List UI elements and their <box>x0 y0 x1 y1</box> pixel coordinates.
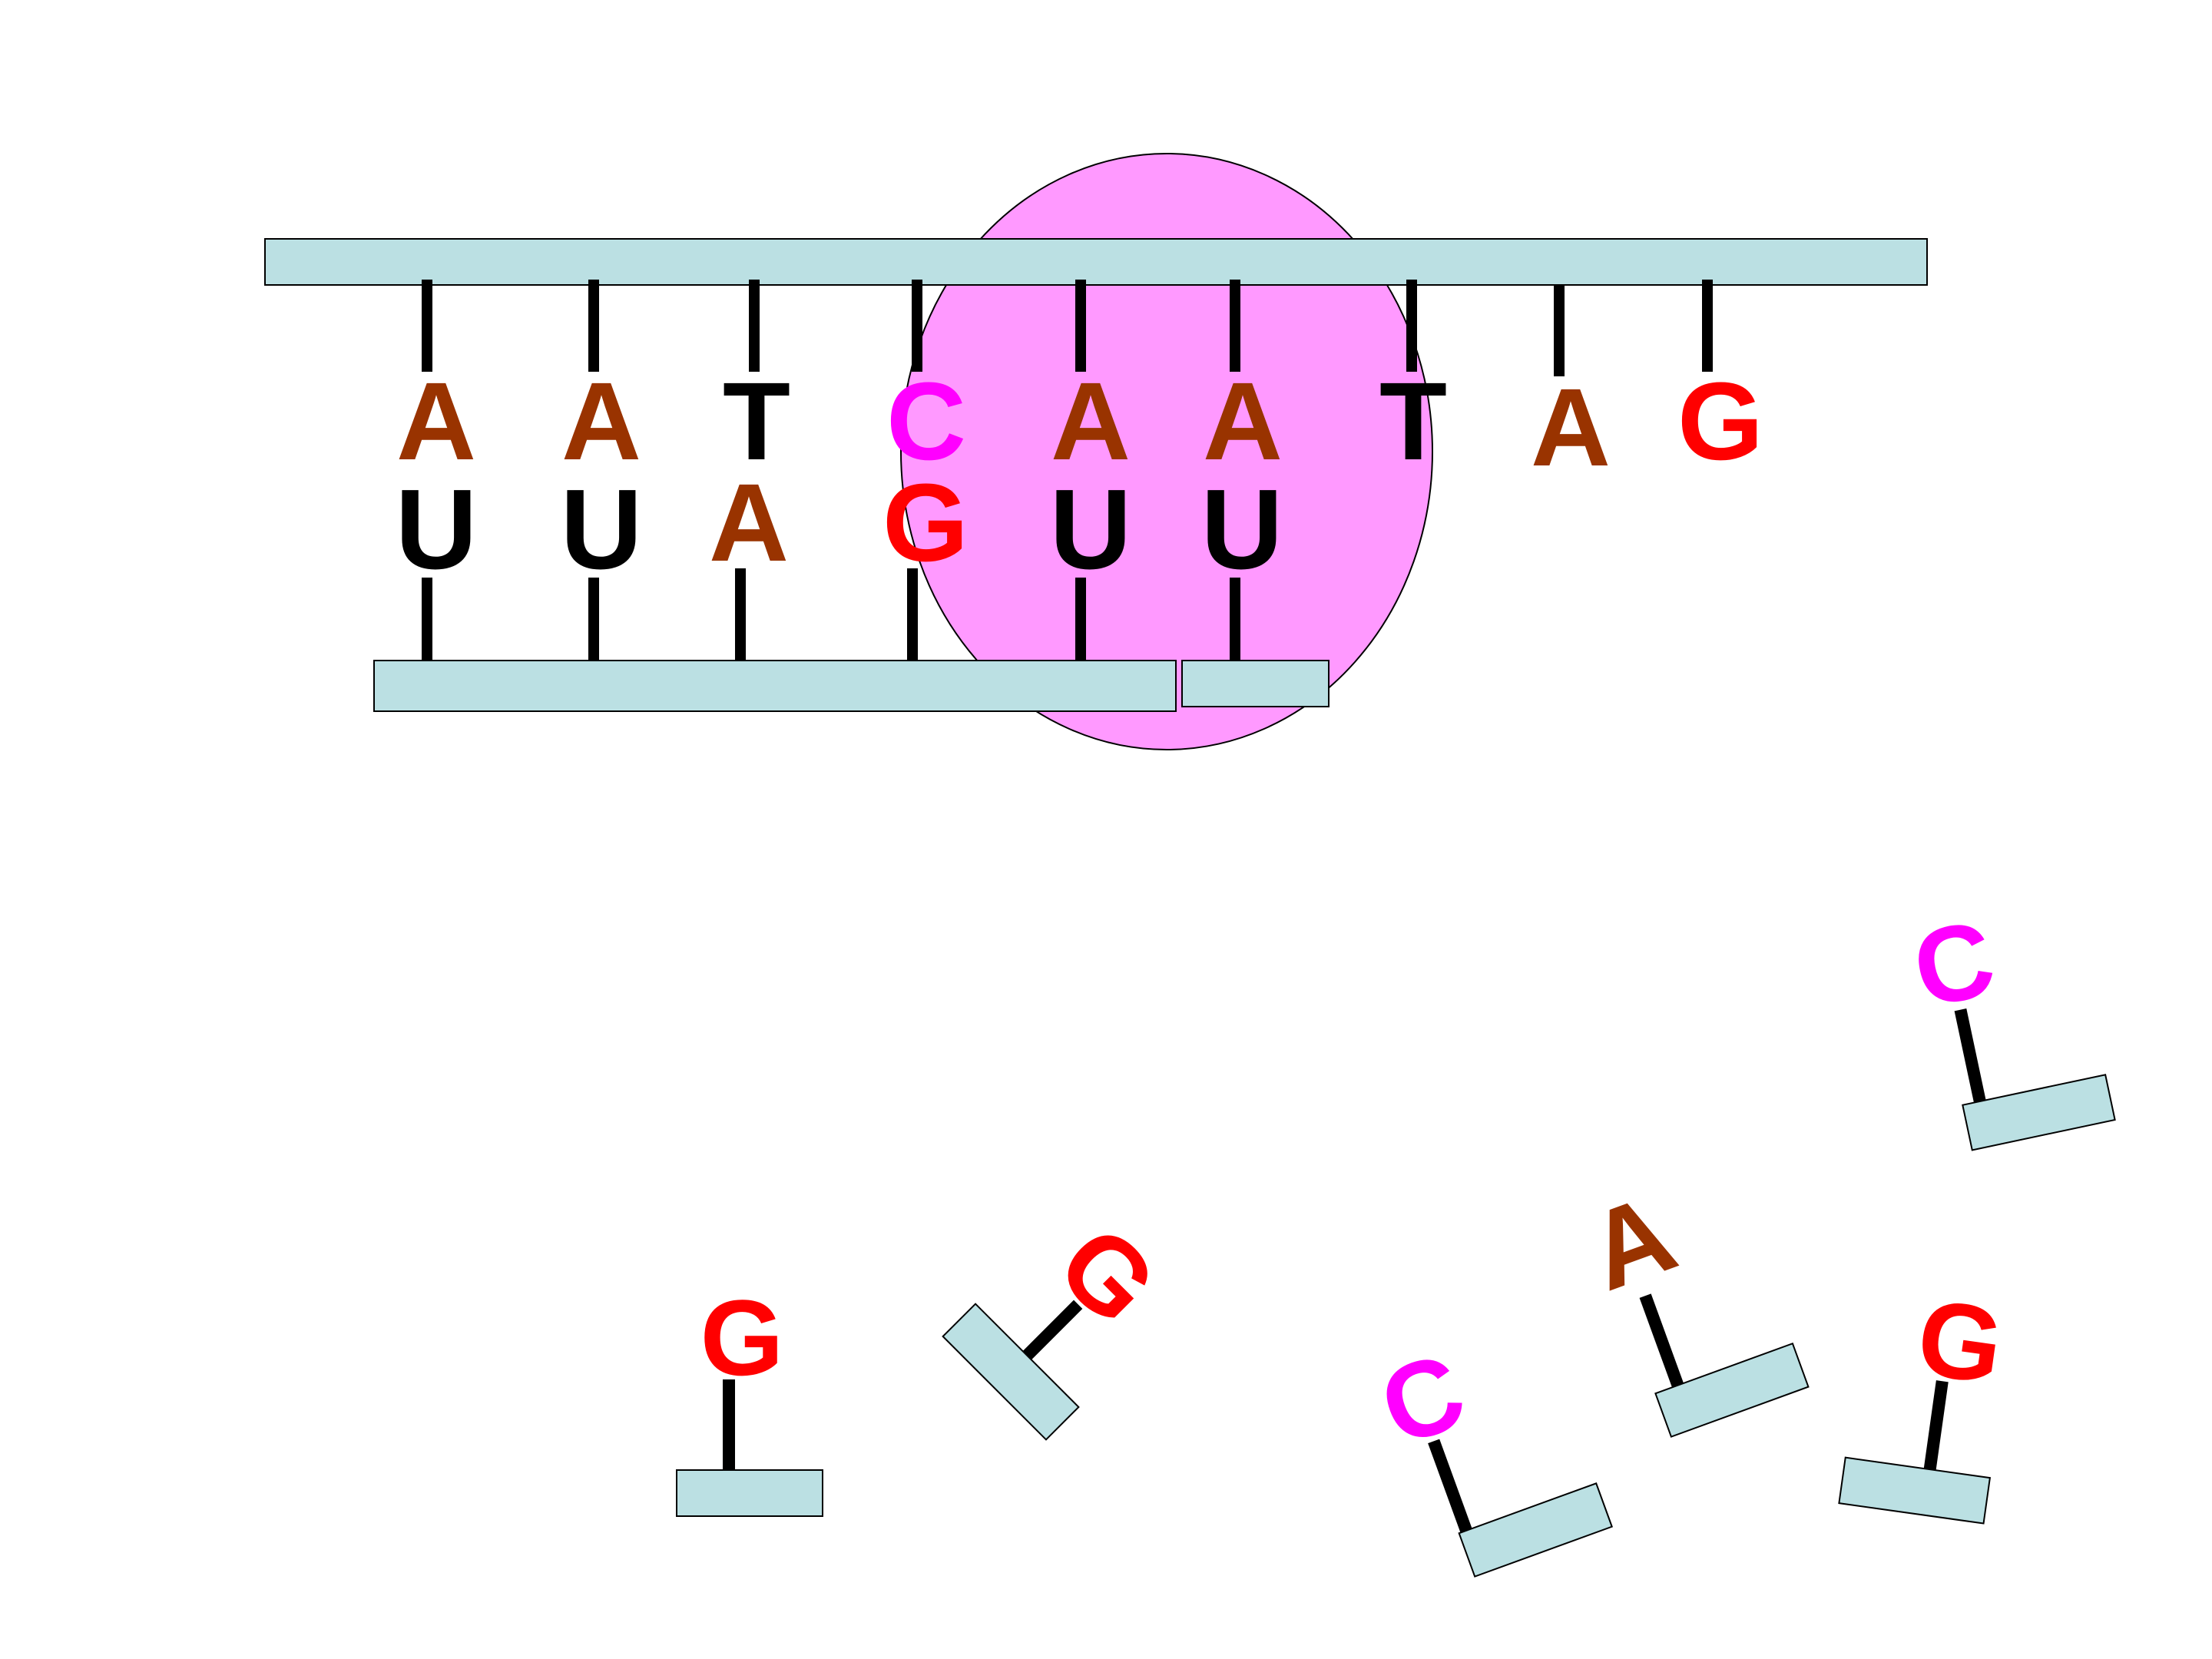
rna-stem <box>907 568 918 661</box>
free-nucleotide: C <box>1366 1329 1614 1578</box>
rna-base: U <box>561 466 643 593</box>
dna-stem <box>1230 280 1240 372</box>
dna-stem <box>588 280 599 372</box>
free-nucleotide-sugar <box>942 1303 1080 1441</box>
free-nucleotide-sugar <box>1654 1342 1810 1438</box>
dna-stem <box>422 280 432 372</box>
free-nucleotide-stem <box>1954 1008 1986 1103</box>
rna-base: A <box>709 461 789 584</box>
rna-nucleotide: U <box>396 466 478 661</box>
dna-base: A <box>1051 359 1131 483</box>
dna-base: A <box>1203 359 1283 483</box>
rna-nucleotide: U <box>561 466 643 661</box>
rna-backbone-bar <box>373 660 1177 712</box>
free-nucleotide: G <box>1838 1276 2010 1525</box>
free-nucleotide: C <box>1903 896 2116 1151</box>
dna-nucleotide: C <box>886 280 966 483</box>
rna-base: G <box>882 461 969 584</box>
dna-stem <box>1702 280 1713 372</box>
dna-base: T <box>1379 359 1447 483</box>
rna-stem <box>588 578 599 661</box>
dna-nucleotide: G <box>1677 280 1763 483</box>
free-nucleotide-stem <box>1428 1439 1472 1533</box>
free-nucleotide-base: C <box>1366 1329 1480 1469</box>
dna-backbone-bar <box>264 238 1928 286</box>
dna-stem <box>749 280 760 372</box>
free-nucleotide-stem <box>1022 1300 1083 1360</box>
free-nucleotide-sugar <box>676 1469 823 1517</box>
dna-base: A <box>396 359 476 483</box>
dna-base: A <box>1531 366 1611 489</box>
rna-nucleotide: A <box>709 461 789 661</box>
free-nucleotide-stem <box>723 1379 735 1470</box>
free-nucleotide-base: G <box>1910 1276 2010 1407</box>
dna-base: C <box>886 359 966 483</box>
dna-nucleotide: A <box>1531 286 1611 489</box>
free-nucleotide: G <box>942 1203 1180 1441</box>
dna-base: A <box>561 359 641 483</box>
free-nucleotide-sugar <box>1962 1074 2116 1151</box>
rna-nucleotide: G <box>882 461 969 661</box>
dna-nucleotide: A <box>1203 280 1283 483</box>
rna-polymerase-ellipse <box>900 153 1433 750</box>
free-nucleotide-base: C <box>1903 896 2005 1031</box>
free-nucleotide-sugar <box>1458 1482 1614 1578</box>
dna-nucleotide: A <box>396 280 476 483</box>
rna-backbone-new-segment <box>1181 660 1330 707</box>
free-nucleotides: G G C A G C <box>676 896 2116 1578</box>
rna-base: U <box>1201 466 1283 593</box>
free-nucleotide-stem <box>1639 1293 1684 1388</box>
free-nucleotide-base: G <box>700 1277 784 1398</box>
dna-base: G <box>1677 359 1763 483</box>
free-nucleotide: G <box>676 1277 823 1517</box>
free-nucleotide-sugar <box>1838 1456 1992 1525</box>
dna-stem <box>1075 280 1086 372</box>
dna-stem <box>1406 280 1417 372</box>
dna-stem <box>1554 286 1565 376</box>
rna-base: U <box>1050 466 1132 593</box>
rna-stem <box>422 578 432 661</box>
dna-stem <box>912 280 922 372</box>
dna-template-bases: A A T C A A T A <box>396 280 1763 489</box>
free-nucleotide-stem <box>1923 1380 1949 1471</box>
dna-nucleotide: A <box>1051 280 1131 483</box>
dna-nucleotide: T <box>1379 280 1447 483</box>
free-nucleotide-base: A <box>1573 1171 1690 1314</box>
rna-stem <box>1230 578 1240 661</box>
rna-stem <box>735 568 746 661</box>
free-nucleotide: A <box>1573 1171 1810 1438</box>
dna-base: T <box>723 359 790 483</box>
rna-nucleotide: U <box>1201 466 1283 661</box>
rna-paired-bases: U U A G U U <box>396 461 1283 661</box>
dna-nucleotide: A <box>561 280 641 483</box>
rna-stem <box>1075 578 1086 661</box>
rna-nucleotide: U <box>1050 466 1132 661</box>
dna-nucleotide: T <box>723 280 790 483</box>
rna-base: U <box>396 466 478 593</box>
